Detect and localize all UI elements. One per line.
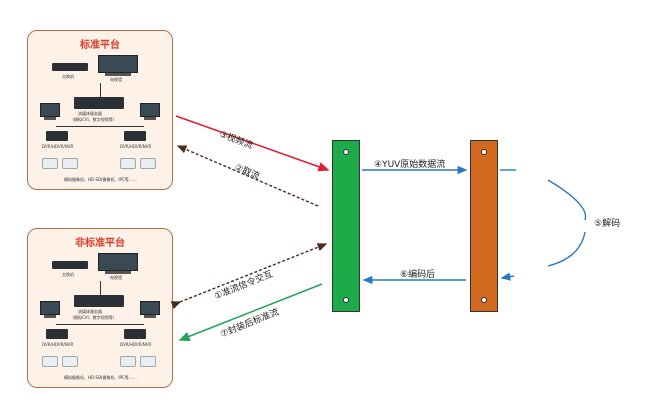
connector-line [100,281,101,295]
dvr-icon [46,329,68,339]
media-server-sublabel: （模拟CVI、数字视频等） [70,315,117,320]
tv-wall-icon [98,253,138,274]
monitor-icon [40,301,60,318]
video-stream-arrow [175,115,330,172]
switch-icon [52,63,88,71]
camera-caption: 模拟摄像机、HD-SDI摄像机、IPC等…… [64,177,137,182]
dvr-icon [124,131,146,141]
nonstandard-platform-title: 非标准平台 [75,238,125,249]
switch-label: 交换机 [62,74,74,79]
dvr-label: DVR/HDVR/NVR [42,144,74,149]
yuv-stream-label: ④YUV原始数据流 [374,160,446,170]
decode-return-arrow [500,272,515,281]
monitor-icon [40,103,60,120]
camera-icon [42,356,58,367]
standard-platform-title: 标准平台 [80,40,120,51]
decode-arc-bottom [547,231,586,267]
fetch-stream-arrow [176,145,319,207]
signaling-arrow [170,243,328,310]
dvr-icon [46,131,68,141]
camera-icon [120,356,136,367]
connector-line [56,324,144,325]
tv-wall-label: 电视墙 [110,77,122,82]
media-server-icon [74,295,124,307]
tv-wall-label: 电视墙 [110,275,122,280]
camera-icon [120,158,136,169]
media-server-sublabel: （模拟CVI、数字视频等） [70,117,117,122]
camera-caption: 模拟摄像机、HD-SDI摄像机、IPC等…… [64,375,137,380]
monitor-icon [140,103,160,120]
standard-platform-box: 标准平台 交换机 电视墙 流媒体服务器 （模拟CVI、数字视频等） DVR/HD… [27,30,173,190]
camera-icon [140,356,156,367]
dvr-label: DVR/HDVR/NVR [120,342,152,347]
camera-icon [62,356,78,367]
monitor-icon [140,301,160,318]
dvr-icon [124,329,146,339]
dvr-label: DVR/HDVR/NVR [42,342,74,347]
switch-icon [52,261,88,269]
media-server-label: 流媒体服务器 [78,309,102,314]
decode-label: ⑤解码 [594,219,621,229]
decode-arc-top [547,179,587,221]
encapsulated-stream-arrow [178,283,323,341]
camera-icon [42,158,58,169]
bar-hole [481,149,487,155]
nonstandard-platform-box: 非标准平台 交换机 电视墙 流媒体服务器 （模拟CVI、数字视频等） DVR/H… [27,228,173,388]
connector-line [56,126,144,127]
camera-icon [62,158,78,169]
camera-icon [140,158,156,169]
media-server-label: 流媒体服务器 [78,111,102,116]
tv-wall-icon [98,55,138,76]
media-server-icon [74,97,124,109]
bar-hole [343,297,349,303]
bar-hole [481,297,487,303]
after-encode-label: ⑥编码后 [400,270,436,280]
dvr-label: DVR/HDVR/NVR [120,144,152,149]
switch-label: 交换机 [62,272,74,277]
connector-line [100,83,101,97]
green-gateway-bar [332,140,360,312]
bar-hole [343,149,349,155]
orange-codec-bar [470,140,498,312]
